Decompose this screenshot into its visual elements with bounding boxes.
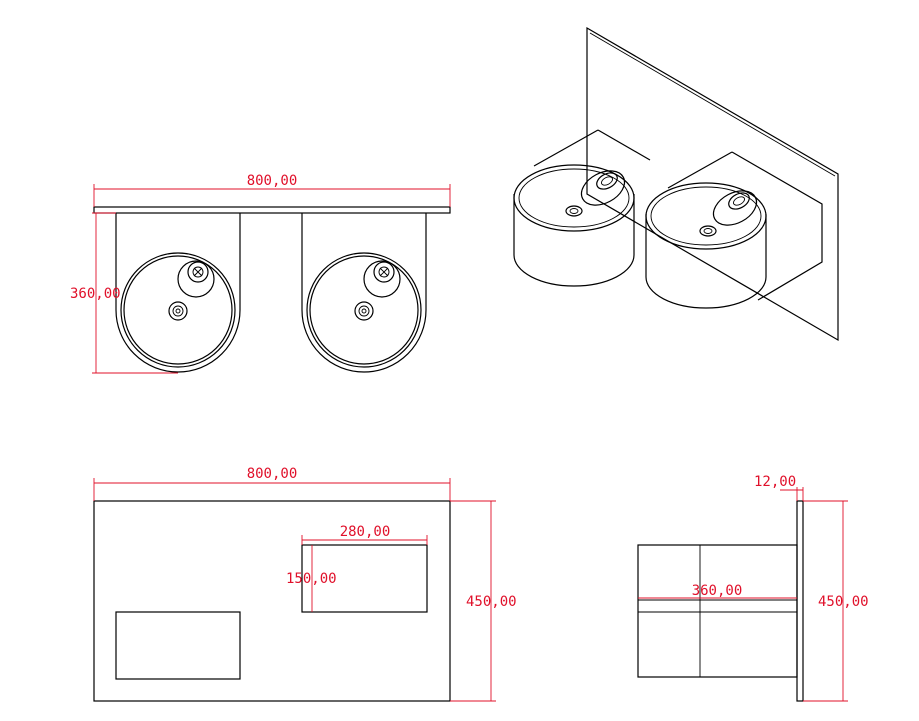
- side-view-housing: [637, 544, 798, 678]
- side-height-label: 450,00: [818, 594, 869, 610]
- front-width-label: 800,00: [247, 466, 298, 482]
- front-view-height-dimension: 450,00: [450, 500, 517, 702]
- opening-height-label: 150,00: [286, 571, 337, 587]
- plate-thickness-label: 12,00: [754, 474, 796, 490]
- top-view-width-dimension: 800,00: [93, 173, 451, 207]
- side-view-depth-dimension: 360,00: [638, 583, 797, 599]
- bubbler-housing: [177, 260, 215, 298]
- side-depth-label: 360,00: [692, 583, 743, 599]
- top-view: 800,00 360,00: [70, 173, 451, 374]
- bubbler-housing: [580, 170, 626, 206]
- side-view-height-dimension: 450,00: [803, 500, 869, 702]
- front-view-opening-width-dimension: 280,00: [301, 524, 428, 545]
- drain: [565, 205, 583, 217]
- front-view-panel: [93, 500, 451, 702]
- iso-basin-left: [513, 164, 635, 287]
- iso-wall-plate: [586, 26, 839, 342]
- drain: [354, 301, 374, 321]
- iso-housing-right: [667, 151, 733, 189]
- top-width-label: 800,00: [247, 173, 298, 189]
- top-view-basin-right: [301, 213, 427, 373]
- front-view-opening-upper: [301, 544, 428, 613]
- drain: [168, 301, 188, 321]
- side-view-thickness-dimension: 12,00: [754, 474, 804, 501]
- bubbler-housing: [712, 190, 758, 226]
- side-view-wall-plate: [796, 500, 804, 702]
- isometric-view: [513, 26, 839, 342]
- iso-basin-right: [645, 182, 767, 309]
- opening-width-label: 280,00: [340, 524, 391, 540]
- top-view-back-plate: [93, 206, 451, 214]
- drain: [699, 225, 717, 237]
- top-view-depth-dimension: 360,00: [70, 212, 178, 374]
- front-view: 800,00 450,00 280,00 150,00: [93, 466, 517, 702]
- front-view-width-dimension: 800,00: [93, 466, 451, 501]
- front-height-label: 450,00: [466, 594, 517, 610]
- bubbler-housing: [363, 260, 401, 298]
- top-view-basin-left: [115, 213, 241, 373]
- front-view-opening-lower: [115, 611, 241, 680]
- iso-housing-left: [533, 129, 599, 167]
- front-view-opening-height-dimension: 150,00: [286, 545, 337, 612]
- side-view: 12,00 360,00 450,00: [637, 474, 869, 702]
- top-depth-label: 360,00: [70, 286, 121, 302]
